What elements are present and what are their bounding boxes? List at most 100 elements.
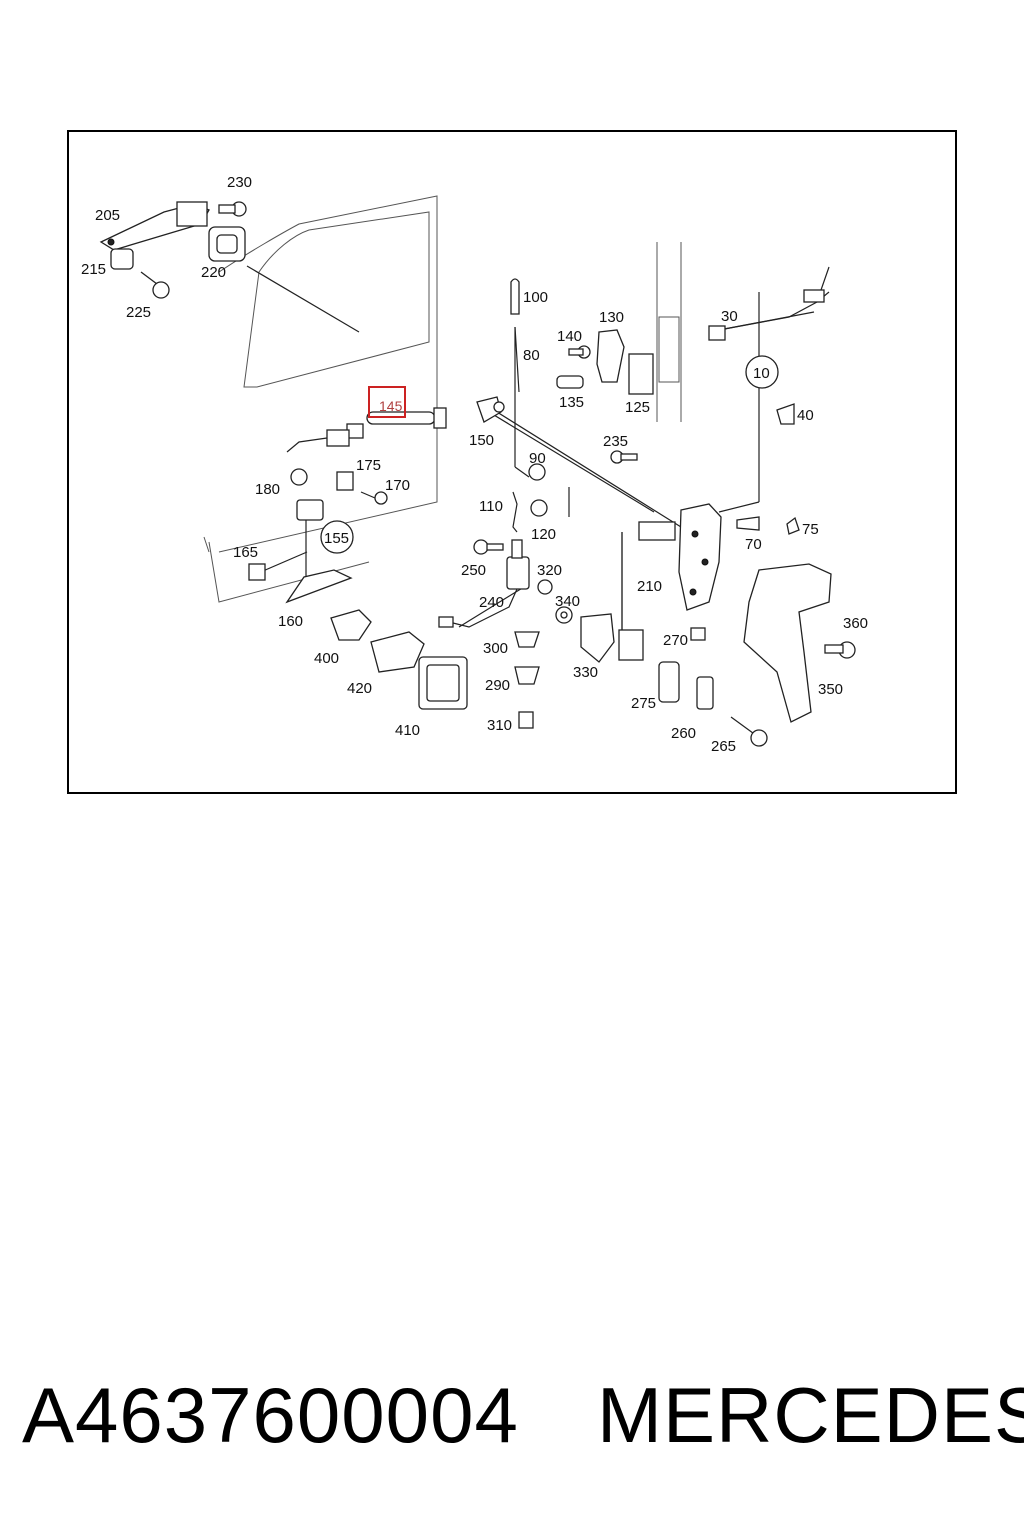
part-75-nut xyxy=(786,516,800,535)
part-175-clip xyxy=(336,471,354,491)
callout-210: 210 xyxy=(637,578,662,595)
brand-text: MERCEDES xyxy=(597,1371,1024,1459)
callout-400: 400 xyxy=(314,650,339,667)
part-360-bolt xyxy=(824,641,856,659)
callout-labels: 230 205 215 220 225 100 130 140 80 135 1… xyxy=(81,174,868,755)
callout-80: 80 xyxy=(523,347,540,364)
part-210-cable xyxy=(618,532,644,661)
callout-90: 90 xyxy=(529,450,546,467)
part-40-clip xyxy=(776,403,795,425)
part-135-pin xyxy=(556,375,584,389)
callout-175: 175 xyxy=(356,457,381,474)
callout-265: 265 xyxy=(711,738,736,755)
callout-40: 40 xyxy=(797,407,814,424)
part-80-rod xyxy=(514,326,520,393)
part-90-bushing xyxy=(528,463,546,481)
callout-100: 100 xyxy=(523,289,548,306)
callout-330: 330 xyxy=(573,664,598,681)
part-110-clip xyxy=(512,491,518,533)
callout-230: 230 xyxy=(227,174,252,191)
part-30-wiring xyxy=(708,266,830,341)
callout-225: 225 xyxy=(126,304,151,321)
part-230-screw xyxy=(218,201,247,217)
callout-300: 300 xyxy=(483,640,508,657)
callout-70: 70 xyxy=(745,536,762,553)
part-225-bolt xyxy=(140,271,170,299)
exploded-parts-diagram: 230 205 215 220 225 100 130 140 80 135 1… xyxy=(81,174,868,755)
part-100-knob xyxy=(510,278,520,315)
callout-120: 120 xyxy=(531,526,556,543)
part-235-screw xyxy=(610,450,638,464)
part-215-clip xyxy=(110,248,134,270)
callout-410: 410 xyxy=(395,722,420,739)
callout-260: 260 xyxy=(671,725,696,742)
part-275-cap xyxy=(658,661,680,703)
callout-180: 180 xyxy=(255,481,280,498)
part-410-gasket xyxy=(418,656,468,710)
callout-125: 125 xyxy=(625,399,650,416)
part-180-bushing xyxy=(290,468,308,486)
callout-140: 140 xyxy=(557,328,582,345)
callout-155: 155 xyxy=(324,530,349,547)
callout-160: 160 xyxy=(278,613,303,630)
part-120-bushing xyxy=(530,499,548,517)
callout-10: 10 xyxy=(753,365,770,382)
callout-310: 310 xyxy=(487,717,512,734)
part-250-screw xyxy=(473,539,504,555)
callout-290: 290 xyxy=(485,677,510,694)
part-130-bracket xyxy=(596,329,625,383)
part-165-clip xyxy=(248,563,266,581)
part-260-lock-cylinder xyxy=(696,676,714,710)
part-270-pad xyxy=(690,627,706,641)
part-320-nut xyxy=(537,579,553,595)
lock-mechanism xyxy=(638,503,722,611)
callout-165: 165 xyxy=(233,544,258,561)
callout-235: 235 xyxy=(603,433,628,450)
part-160-inner-handle xyxy=(285,499,353,604)
callout-275: 275 xyxy=(631,695,656,712)
part-350-cover xyxy=(743,563,832,723)
part-420-bezel xyxy=(370,631,425,673)
callout-250: 250 xyxy=(461,562,486,579)
part-150-link xyxy=(476,396,505,423)
door-outline xyxy=(203,195,682,603)
callout-145: 145 xyxy=(379,398,403,414)
callout-170: 170 xyxy=(385,477,410,494)
callout-205: 205 xyxy=(95,207,120,224)
part-145-cable xyxy=(286,407,447,453)
callout-75: 75 xyxy=(802,521,819,538)
part-10-callout-circle xyxy=(745,355,779,389)
callout-340: 340 xyxy=(555,593,580,610)
part-300-grommet xyxy=(514,631,540,648)
diagram-frame: 230 205 215 220 225 100 130 140 80 135 1… xyxy=(67,130,957,794)
part-140-screw xyxy=(568,345,591,359)
part-70-bolt xyxy=(736,516,760,531)
part-340-washer xyxy=(555,606,573,624)
callout-320: 320 xyxy=(537,562,562,579)
part-220-gasket xyxy=(208,226,246,262)
callout-360: 360 xyxy=(843,615,868,632)
callout-110: 110 xyxy=(479,498,503,515)
callout-150: 150 xyxy=(469,432,494,449)
part-400-bezel xyxy=(330,609,372,641)
highlight-box-145 xyxy=(368,386,406,418)
part-330-plate xyxy=(580,613,615,663)
part-155-callout-circle xyxy=(320,520,354,554)
part-number-text: A4637600004 xyxy=(22,1371,519,1459)
callout-135: 135 xyxy=(559,394,584,411)
part-205-handle xyxy=(99,201,210,251)
part-170-screw xyxy=(360,491,388,505)
part-290-grommet xyxy=(514,666,540,685)
callout-270: 270 xyxy=(663,632,688,649)
part-310-plug xyxy=(518,711,534,729)
part-265-bolt xyxy=(730,716,768,747)
part-125-bracket xyxy=(628,353,654,395)
callout-220: 220 xyxy=(201,264,226,281)
part-240-actuator xyxy=(438,539,530,628)
callout-130: 130 xyxy=(599,309,624,326)
callout-30: 30 xyxy=(721,308,738,325)
callout-240: 240 xyxy=(479,594,504,611)
callout-215: 215 xyxy=(81,261,106,278)
callout-420: 420 xyxy=(347,680,372,697)
callout-350: 350 xyxy=(818,681,843,698)
